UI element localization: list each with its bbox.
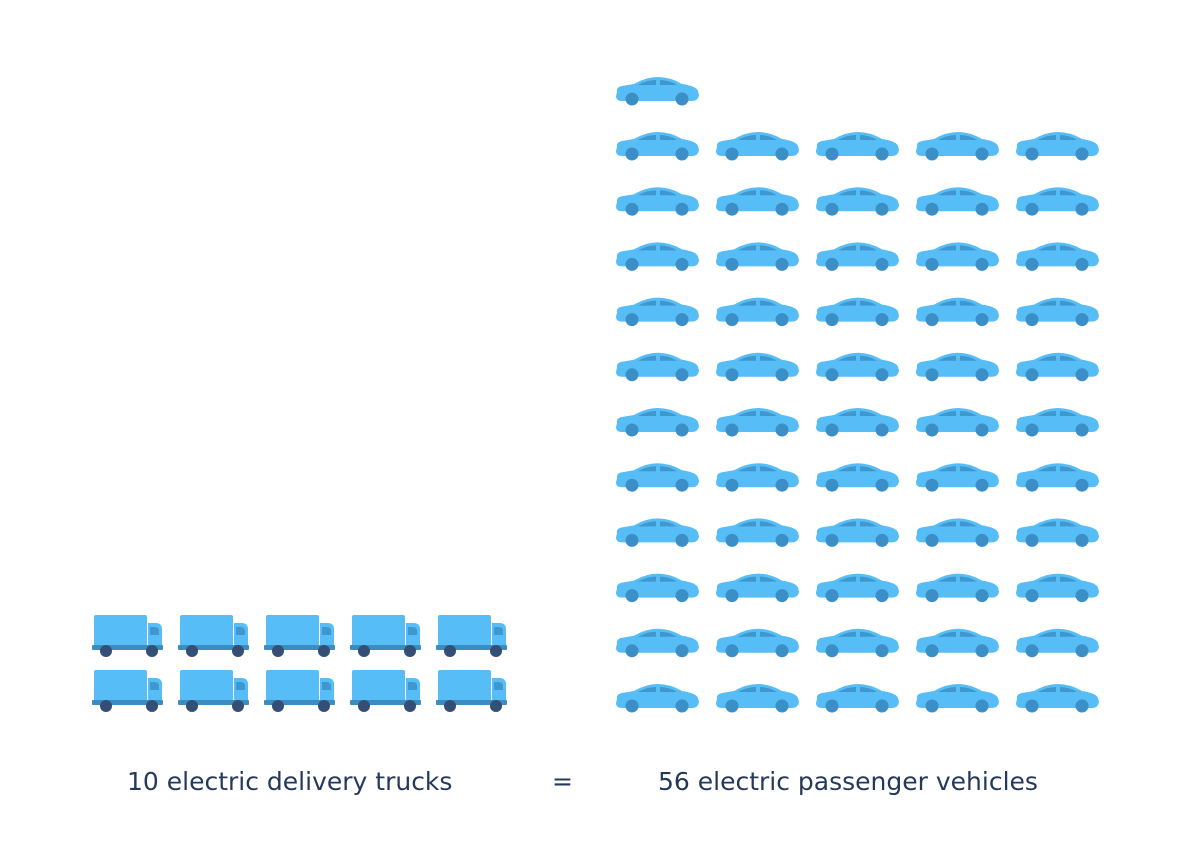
passenger-car-icon	[716, 463, 799, 492]
passenger-car-icon	[1016, 463, 1099, 492]
passenger-car-icon	[616, 628, 699, 658]
equals-sign: =	[552, 767, 573, 796]
passenger-car-icon	[716, 408, 799, 437]
delivery-truck-icon	[92, 670, 163, 712]
passenger-car-icon	[816, 187, 899, 216]
passenger-car-icon	[1016, 352, 1099, 382]
passenger-car-icon	[616, 132, 699, 161]
passenger-car-icon	[716, 684, 799, 713]
passenger-car-icon	[816, 573, 899, 603]
passenger-car-icon	[1016, 187, 1099, 216]
passenger-car-icon	[716, 187, 799, 216]
passenger-car-icon	[616, 352, 699, 382]
cars-caption: 56 electric passenger vehicles	[658, 767, 1038, 796]
passenger-car-icon	[716, 573, 799, 603]
passenger-car-icon	[716, 628, 799, 658]
passenger-car-icon	[916, 242, 999, 271]
passenger-car-icon	[816, 463, 899, 492]
passenger-car-icon	[916, 518, 999, 547]
passenger-car-icon	[916, 352, 999, 382]
delivery-truck-icon	[178, 670, 249, 712]
passenger-car-icon	[1016, 573, 1099, 603]
delivery-truck-icon	[350, 615, 421, 657]
passenger-car-icon	[1016, 684, 1099, 713]
delivery-truck-icon	[350, 670, 421, 712]
passenger-car-icon	[916, 573, 999, 603]
passenger-car-icon	[816, 628, 899, 658]
passenger-car-icon	[616, 463, 699, 492]
delivery-truck-icon	[264, 615, 335, 657]
passenger-car-icon	[616, 684, 699, 713]
passenger-car-icon	[716, 242, 799, 271]
passenger-car-icon	[916, 297, 999, 327]
passenger-car-icon	[716, 518, 799, 547]
passenger-car-icon	[816, 684, 899, 713]
passenger-car-icon	[1016, 242, 1099, 271]
passenger-car-icon	[1016, 628, 1099, 658]
passenger-car-icon	[916, 408, 999, 437]
passenger-car-icon	[916, 132, 999, 161]
passenger-car-icon	[616, 77, 699, 106]
delivery-truck-icon	[178, 615, 249, 657]
passenger-car-icon	[616, 297, 699, 327]
trucks-caption: 10 electric delivery trucks	[127, 767, 453, 796]
passenger-car-icon	[1016, 297, 1099, 327]
passenger-car-icon	[1016, 408, 1099, 437]
passenger-car-icon	[816, 352, 899, 382]
delivery-truck-icon	[436, 670, 507, 712]
passenger-car-icon	[616, 408, 699, 437]
passenger-car-icon	[916, 684, 999, 713]
passenger-car-icon	[916, 463, 999, 492]
passenger-car-icon	[616, 518, 699, 547]
passenger-car-icon	[816, 132, 899, 161]
passenger-car-icon	[1016, 518, 1099, 547]
passenger-car-icon	[616, 573, 699, 603]
passenger-car-icon	[716, 132, 799, 161]
passenger-car-icon	[816, 408, 899, 437]
passenger-car-icon	[816, 297, 899, 327]
delivery-truck-icon	[436, 615, 507, 657]
delivery-truck-icon	[264, 670, 335, 712]
passenger-car-icon	[816, 518, 899, 547]
passenger-car-icon	[616, 242, 699, 271]
passenger-car-icon	[816, 242, 899, 271]
passenger-car-icon	[616, 187, 699, 216]
delivery-truck-icon	[92, 615, 163, 657]
passenger-car-icon	[1016, 132, 1099, 161]
passenger-car-icon	[916, 187, 999, 216]
passenger-car-icon	[716, 297, 799, 327]
passenger-car-icon	[916, 628, 999, 658]
passenger-car-icon	[716, 352, 799, 382]
